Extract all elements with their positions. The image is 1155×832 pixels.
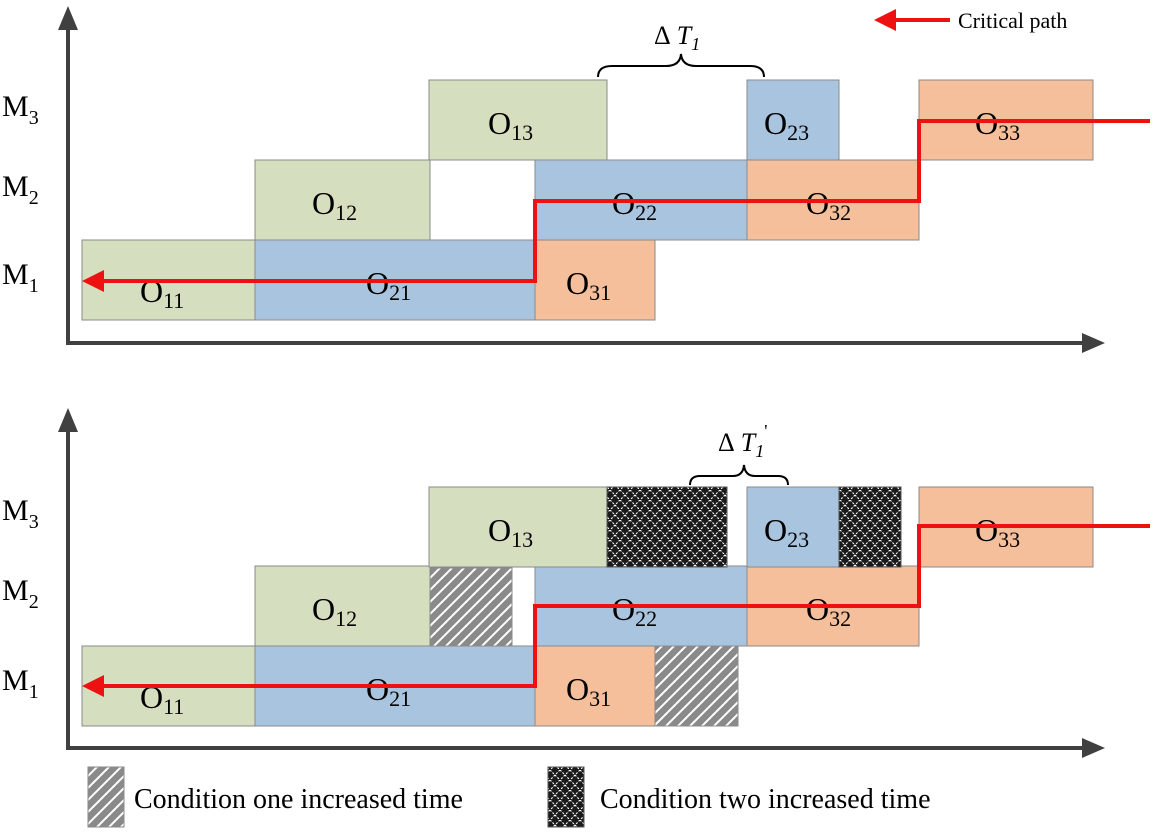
svg-text:O31: O31	[566, 671, 611, 711]
machine-label-m2-bottom: M2	[2, 574, 39, 613]
svg-text:ΔT1: ΔT1	[654, 21, 700, 54]
machine-label-m2: M2	[2, 170, 39, 209]
operation-block-o23-bottom: O23	[746, 486, 840, 568]
condition-one-block-m2	[429, 567, 513, 647]
machine-label-m3: M3	[2, 90, 39, 129]
condition-two-block-after-o23	[838, 486, 902, 568]
operation-block-o13-bottom: O13	[428, 486, 608, 568]
svg-text:O32: O32	[806, 591, 851, 631]
crosshatch-icon	[547, 766, 585, 828]
condition-two-block-after-o13	[606, 486, 728, 568]
condition-one-label: Condition one increased time	[134, 784, 463, 815]
diagonal-hatch-icon	[87, 766, 125, 828]
top-axes	[58, 6, 1105, 353]
machine-label-m3-bottom: M3	[2, 494, 39, 533]
operation-block-o31-bottom: O31	[534, 645, 656, 727]
operation-block-o31: O31	[534, 239, 656, 321]
svg-text:O22: O22	[612, 591, 657, 631]
condition-two-label: Condition two increased time	[600, 784, 931, 815]
condition-one-block-m1	[654, 645, 739, 727]
left-arrow-icon	[874, 9, 950, 31]
bottom-axes	[58, 408, 1105, 758]
operation-block-o23: O23	[746, 79, 840, 161]
machine-label-m1-bottom: M1	[2, 664, 39, 703]
svg-text:O33: O33	[975, 512, 1020, 552]
bottom-panel: M3 M2 M1 O11 O21 O31 O12	[2, 408, 1150, 828]
svg-text:O31: O31	[566, 265, 611, 305]
operation-block-o12: O12	[254, 159, 431, 241]
svg-text:ΔT1': ΔT1'	[718, 421, 767, 461]
operation-block-o13: O13	[428, 79, 608, 161]
condition-legend: Condition one increased time Condition t…	[87, 766, 931, 828]
svg-text:O12: O12	[312, 185, 357, 225]
critical-path-top	[82, 119, 1150, 292]
svg-text:O23: O23	[764, 105, 809, 145]
machine-label-m1: M1	[2, 258, 39, 297]
svg-text:O13: O13	[488, 105, 533, 145]
critical-path-bottom	[82, 524, 1150, 697]
svg-text:O13: O13	[488, 512, 533, 552]
svg-text:O12: O12	[312, 591, 357, 631]
top-panel: M3 M2 M1 O11 O21 O31 O12 O22	[2, 6, 1150, 353]
svg-text:O21: O21	[366, 671, 411, 711]
svg-text:O23: O23	[764, 512, 809, 552]
operation-block-o12-bottom: O12	[254, 565, 431, 647]
critical-path-label: Critical path	[958, 8, 1067, 33]
critical-path-legend: Critical path	[874, 8, 1067, 33]
